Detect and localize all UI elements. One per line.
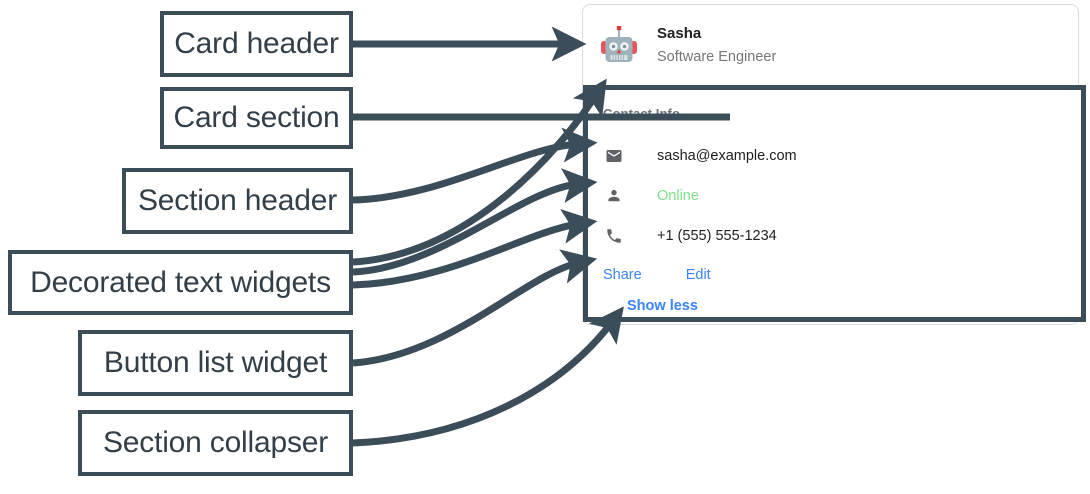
decorated-text-widget-email[interactable]: sasha@example.com bbox=[603, 136, 1081, 176]
annotation-button-list: Button list widget bbox=[78, 330, 353, 396]
annotation-section-header: Section header bbox=[122, 168, 353, 234]
arrow-section-collapser bbox=[352, 306, 624, 447]
annotation-card-header: Card header bbox=[160, 11, 353, 77]
email-value: sasha@example.com bbox=[657, 148, 797, 164]
annotation-decorated-text-label: Decorated text widgets bbox=[30, 265, 331, 299]
annotation-section-header-label: Section header bbox=[137, 184, 337, 217]
robot-avatar-icon bbox=[601, 26, 637, 62]
phone-icon bbox=[603, 227, 625, 245]
status-value: Online bbox=[657, 188, 699, 204]
arrow-section-header bbox=[352, 127, 598, 204]
card-section-inner: Contact Info sasha@example.com Online bbox=[588, 90, 1081, 314]
person-icon bbox=[603, 187, 625, 205]
annotation-decorated-text: Decorated text widgets bbox=[8, 250, 353, 315]
arrow-decorated-text-2 bbox=[352, 209, 598, 289]
card-header-title: Sasha bbox=[657, 25, 702, 42]
card-header: Sasha Software Engineer bbox=[583, 5, 1078, 87]
section-header: Contact Info bbox=[603, 106, 681, 121]
card-header-subtitle: Software Engineer bbox=[657, 49, 777, 65]
phone-value: +1 (555) 555-1234 bbox=[657, 228, 777, 244]
annotation-section-collapser: Section collapser bbox=[78, 410, 353, 476]
annotation-section-collapser-label: Section collapser bbox=[102, 426, 329, 459]
email-icon bbox=[603, 147, 625, 165]
annotation-button-list-label: Button list widget bbox=[103, 346, 328, 379]
arrow-decorated-text-1 bbox=[352, 168, 598, 276]
arrow-button-list bbox=[352, 249, 598, 367]
annotation-card-section-label: Card section bbox=[173, 101, 340, 134]
button-list-widget: Share Edit bbox=[603, 258, 1081, 292]
card-header-texts: Sasha Software Engineer bbox=[657, 24, 776, 68]
card-section: Contact Info sasha@example.com Online bbox=[583, 85, 1086, 322]
annotation-card-section: Card section bbox=[160, 87, 353, 149]
arrow-card-section bbox=[352, 78, 607, 266]
decorated-text-widget-status[interactable]: Online bbox=[603, 176, 1081, 216]
section-collapser-button[interactable]: Show less bbox=[627, 298, 698, 314]
annotation-card-header-label: Card header bbox=[174, 27, 339, 60]
edit-button[interactable]: Edit bbox=[685, 267, 711, 283]
share-button[interactable]: Share bbox=[603, 267, 642, 283]
decorated-text-widget-phone[interactable]: +1 (555) 555-1234 bbox=[603, 216, 1081, 256]
